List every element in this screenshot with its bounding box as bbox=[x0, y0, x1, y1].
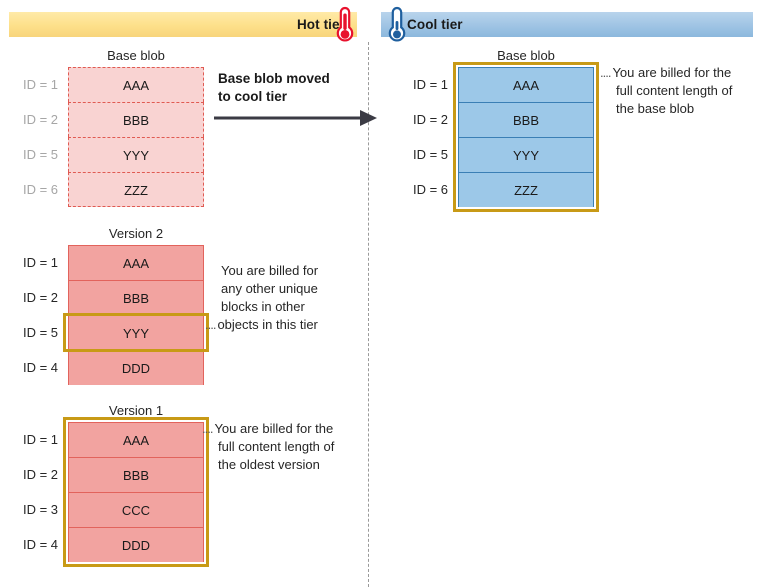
callout-line: the oldest version bbox=[218, 457, 320, 472]
row-id: ID = 4 bbox=[22, 537, 58, 552]
hot-version2-caption: Version 2 bbox=[108, 226, 164, 241]
table-row: ID = 6 ZZZ bbox=[396, 172, 594, 207]
row-block: BBB bbox=[68, 102, 204, 137]
row-block: AAA bbox=[458, 67, 594, 102]
hot-base-blob-group: Base blob ID = 1 AAA ID = 2 BBB ID = 5 Y… bbox=[6, 48, 204, 207]
row-block: AAA bbox=[68, 422, 204, 457]
callout-line: You are billed for the bbox=[214, 421, 334, 436]
table-row: ID = 5 YYY bbox=[6, 315, 204, 350]
table-row: ID = 3 CCC bbox=[6, 492, 204, 527]
callout-version2: You are billed for any other unique bloc… bbox=[205, 262, 365, 334]
row-block: DDD bbox=[68, 350, 204, 385]
cool-tier-label: Cool tier bbox=[407, 17, 463, 32]
callout-line: any other unique bbox=[221, 281, 318, 296]
callout-cool-base-blob: ....You are billed for the full content … bbox=[600, 64, 760, 118]
row-id: ID = 5 bbox=[22, 325, 58, 340]
hot-version2-body: ID = 1 AAA ID = 2 BBB ID = 5 YYY ID = 4 … bbox=[6, 245, 209, 385]
row-id: ID = 5 bbox=[412, 147, 448, 162]
leader-dots: .... bbox=[202, 421, 213, 436]
hot-base-blob-body: ID = 1 AAA ID = 2 BBB ID = 5 YYY ID = 6 … bbox=[6, 67, 204, 207]
transition-label: Base blob moved to cool tier bbox=[218, 70, 330, 106]
hot-tier-label: Hot tier bbox=[296, 17, 345, 32]
leader-dots: .... bbox=[600, 65, 611, 80]
thermometer-hot-icon bbox=[333, 5, 357, 50]
row-block: BBB bbox=[68, 280, 204, 315]
table-row: ID = 2 BBB bbox=[6, 102, 204, 137]
row-id: ID = 5 bbox=[22, 147, 58, 162]
row-block: YYY bbox=[458, 137, 594, 172]
row-block: YYY bbox=[68, 315, 204, 350]
transition-label-line2: to cool tier bbox=[218, 89, 288, 104]
hot-version1-group: Version 1 ID = 1 AAA ID = 2 BBB ID = 3 C… bbox=[6, 403, 209, 567]
row-id: ID = 4 bbox=[22, 360, 58, 375]
callout-line: objects in this tier bbox=[217, 317, 318, 332]
row-id: ID = 2 bbox=[22, 112, 58, 127]
hot-version2-group: Version 2 ID = 1 AAA ID = 2 BBB ID = 5 Y… bbox=[6, 226, 209, 385]
transition-label-line1: Base blob moved bbox=[218, 71, 330, 86]
hot-tier-banner: Hot tier bbox=[9, 12, 357, 37]
table-row: ID = 2 BBB bbox=[396, 102, 594, 137]
hot-base-blob-caption: Base blob bbox=[107, 48, 165, 63]
row-id: ID = 2 bbox=[22, 467, 58, 482]
row-id: ID = 3 bbox=[22, 502, 58, 517]
table-row: ID = 2 BBB bbox=[6, 457, 204, 492]
row-id: ID = 2 bbox=[22, 290, 58, 305]
table-row: ID = 5 YYY bbox=[396, 137, 594, 172]
table-row: ID = 5 YYY bbox=[6, 137, 204, 172]
row-block: ZZZ bbox=[68, 172, 204, 207]
row-block: CCC bbox=[68, 492, 204, 527]
row-block: DDD bbox=[68, 527, 204, 562]
tier-divider bbox=[368, 42, 369, 587]
table-row: ID = 4 DDD bbox=[6, 350, 204, 385]
row-block: AAA bbox=[68, 67, 204, 102]
table-row: ID = 6 ZZZ bbox=[6, 172, 204, 207]
row-id: ID = 2 bbox=[412, 112, 448, 127]
callout-line: You are billed for the bbox=[612, 65, 732, 80]
table-row: ID = 1 AAA bbox=[396, 67, 594, 102]
cool-base-blob-body: ID = 1 AAA ID = 2 BBB ID = 5 YYY ID = 6 … bbox=[396, 62, 599, 212]
leader-dots: .... bbox=[205, 317, 216, 332]
row-id: ID = 1 bbox=[22, 77, 58, 92]
thermometer-cool-icon bbox=[385, 5, 409, 50]
cool-base-blob-caption: Base blob bbox=[497, 48, 555, 63]
cool-tier-banner: Cool tier bbox=[381, 12, 753, 37]
row-id: ID = 6 bbox=[22, 182, 58, 197]
callout-line: the base blob bbox=[616, 101, 695, 116]
cool-base-blob-group: Base blob ID = 1 AAA ID = 2 BBB ID = 5 Y… bbox=[396, 48, 599, 212]
row-id: ID = 1 bbox=[22, 432, 58, 447]
row-block: ZZZ bbox=[458, 172, 594, 207]
row-block: BBB bbox=[68, 457, 204, 492]
table-row: ID = 1 AAA bbox=[6, 67, 204, 102]
callout-line: blocks in other bbox=[221, 299, 305, 314]
hot-version1-body: ID = 1 AAA ID = 2 BBB ID = 3 CCC ID = 4 … bbox=[6, 417, 209, 567]
table-row: ID = 1 AAA bbox=[6, 245, 204, 280]
table-row: ID = 2 BBB bbox=[6, 280, 204, 315]
callout-line: full content length of bbox=[616, 83, 733, 98]
callout-line: full content length of bbox=[218, 439, 335, 454]
right-arrow-icon bbox=[214, 108, 378, 133]
callout-version1: ....You are billed for the full content … bbox=[202, 420, 367, 474]
hot-version1-caption: Version 1 bbox=[108, 403, 164, 418]
row-block: YYY bbox=[68, 137, 204, 172]
table-row: ID = 1 AAA bbox=[6, 422, 204, 457]
callout-line: You are billed for bbox=[221, 263, 319, 278]
row-block: AAA bbox=[68, 245, 204, 280]
table-row: ID = 4 DDD bbox=[6, 527, 204, 562]
row-id: ID = 6 bbox=[412, 182, 448, 197]
row-block: BBB bbox=[458, 102, 594, 137]
row-id: ID = 1 bbox=[22, 255, 58, 270]
row-id: ID = 1 bbox=[412, 77, 448, 92]
